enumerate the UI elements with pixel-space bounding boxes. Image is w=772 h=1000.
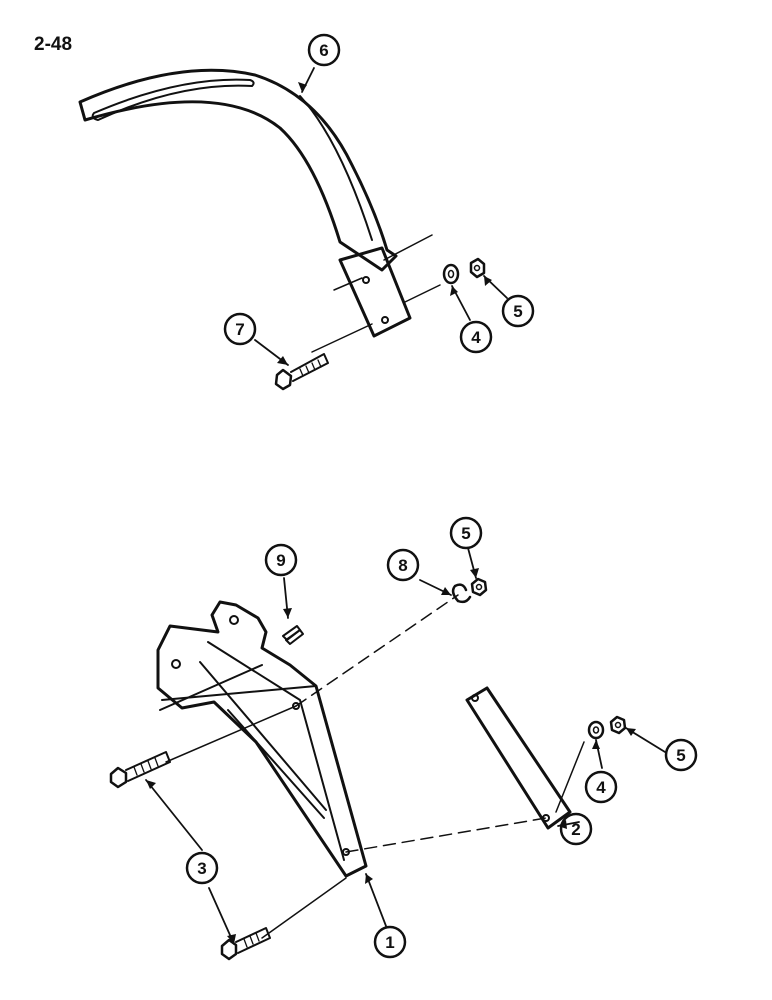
callout-3-label: 3 [197, 859, 206, 878]
top-assembly-axis-lines [311, 234, 441, 353]
link-strap-2 [465, 686, 572, 830]
pin-9 [282, 625, 304, 645]
nut-5-bottom [609, 715, 627, 735]
callout-5-bottom: 5 [664, 738, 698, 772]
leader-lines [145, 67, 666, 945]
bolt-7 [274, 353, 329, 391]
callout-8-label: 8 [398, 556, 407, 575]
callout-2-label: 2 [571, 820, 580, 839]
washer-4-bottom [587, 720, 605, 740]
callout-1: 1 [373, 925, 407, 959]
callout-6: 6 [307, 33, 341, 67]
callout-9: 9 [264, 543, 298, 577]
nut-5-top [469, 257, 486, 279]
callout-4-top-label: 4 [471, 328, 481, 347]
washer-4-top [442, 263, 460, 285]
callout-5-bottom-label: 5 [676, 746, 685, 765]
callout-1-label: 1 [385, 933, 394, 952]
callout-3: 3 [185, 851, 219, 885]
leader-arrowheads [146, 82, 636, 944]
callout-9-label: 9 [276, 551, 285, 570]
clip-8 [451, 583, 472, 604]
callout-7-label: 7 [235, 320, 244, 339]
callout-8: 8 [386, 548, 420, 582]
callout-5-top-label: 5 [513, 302, 522, 321]
callout-7: 7 [223, 312, 257, 346]
bottom-assembly-axis-lines [165, 705, 585, 939]
callout-4-top: 4 [459, 320, 493, 354]
nut-5-mid [470, 577, 488, 597]
callout-5-top: 5 [501, 294, 535, 328]
callout-5-mid: 5 [449, 516, 483, 550]
curved-bracket-6 [78, 68, 412, 338]
bottom-assembly-dashed-lines [295, 594, 547, 853]
support-frame-1 [156, 600, 368, 878]
callout-4-bottom-label: 4 [596, 778, 606, 797]
callout-4-bottom: 4 [584, 770, 618, 804]
callout-5-mid-label: 5 [461, 524, 470, 543]
callout-2: 2 [559, 812, 593, 846]
bolt-3-upper [109, 751, 171, 789]
page-reference: 2-48 [34, 34, 73, 55]
bolt-3-lower [220, 927, 271, 961]
callout-6-label: 6 [319, 41, 328, 60]
